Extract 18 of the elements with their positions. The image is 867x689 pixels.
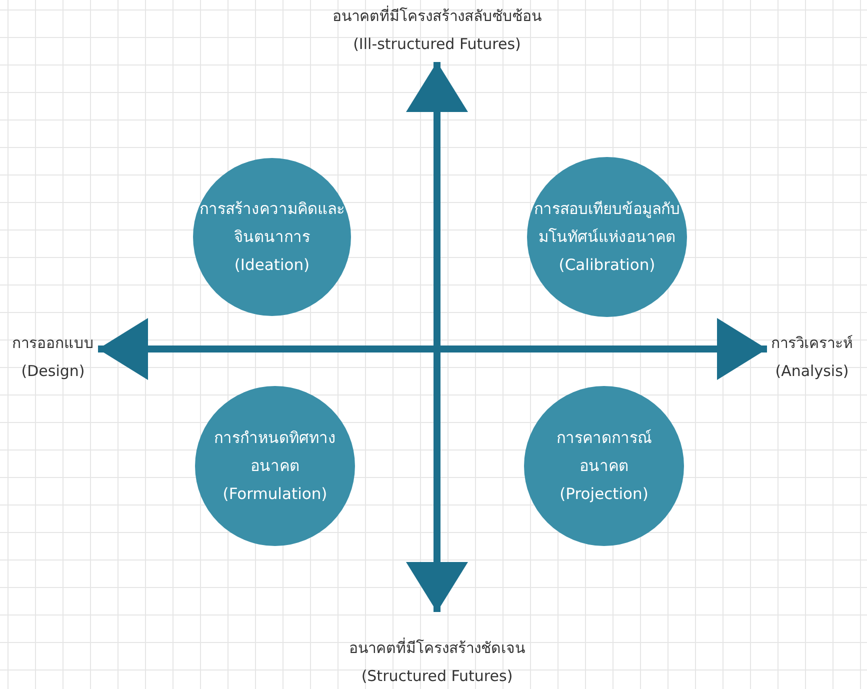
circle-label: (Calibration)	[558, 255, 656, 276]
circle-label: (Projection)	[560, 484, 648, 505]
axis-label: การออกแบบ	[12, 333, 94, 354]
axis-label: อนาคตที่มีโครงสร้างชัดเจน	[349, 636, 525, 659]
axis-label: (Structured Futures)	[360, 666, 514, 687]
circle-label: (Ideation)	[234, 255, 310, 276]
axis-label: (Ill-structured Futures)	[352, 34, 522, 55]
circle-label: การสร้างความคิดและจินตนาการ	[198, 199, 346, 248]
circle-label: (Formulation)	[222, 484, 328, 505]
axis-arrow	[98, 318, 767, 380]
axis-label: การวิเคราะห์	[771, 333, 853, 354]
circle-label: การคาดการณ์อนาคต	[556, 428, 652, 477]
circle-label: การสอบเทียบข้อมูลกับมโนทัศน์แห่งอนาคต	[533, 199, 681, 248]
axis-label: อนาคตที่มีโครงสร้างสลับซับซ้อน	[332, 4, 542, 27]
axis-label: (Analysis)	[774, 361, 850, 382]
axis-label: (Design)	[20, 361, 86, 382]
axis-arrow	[406, 62, 468, 612]
circle-label: การกำหนดทิศทางอนาคต	[213, 428, 337, 477]
